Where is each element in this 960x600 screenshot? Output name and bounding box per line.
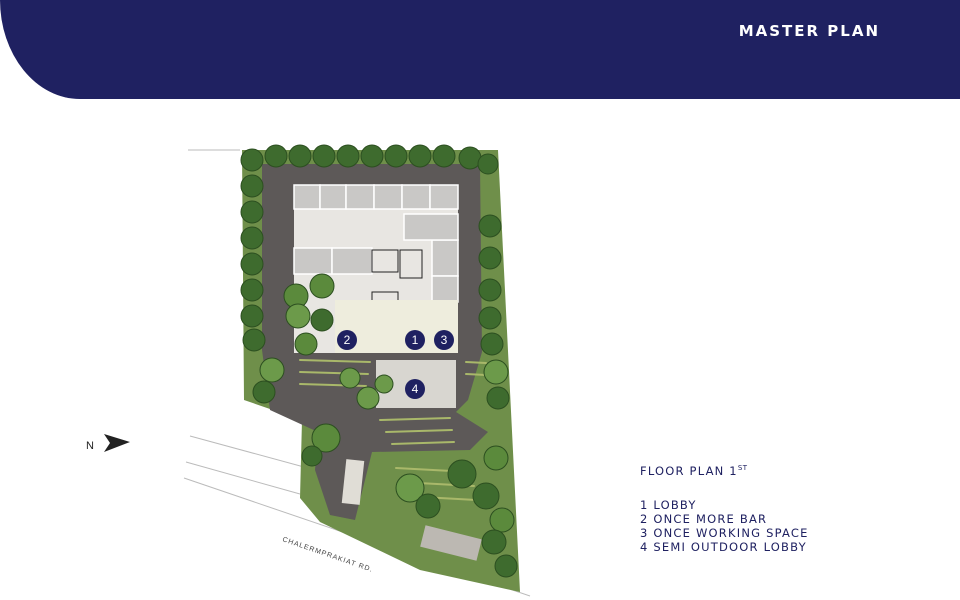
- marker-1-badge: [405, 330, 425, 350]
- tree-canopy: [240, 144, 518, 578]
- marker-3-badge: [434, 330, 454, 350]
- marker-2-badge: [337, 330, 357, 350]
- marker-4: 4: [405, 379, 425, 399]
- north-arrow-icon: [104, 434, 130, 452]
- marker-4-label: 4: [412, 382, 419, 396]
- page-title: MASTER PLAN: [738, 22, 880, 40]
- legend-item-outdoor-lobby: 4 SEMI OUTDOOR LOBBY: [640, 540, 807, 554]
- marker-1: 1: [405, 330, 425, 350]
- marker-4-badge: [405, 379, 425, 399]
- legend-item-lobby: 1 LOBBY: [640, 498, 697, 512]
- marker-3-label: 3: [441, 333, 448, 347]
- legend-title-superscript: ST: [737, 464, 748, 473]
- marker-2-label: 2: [344, 333, 351, 347]
- entrance-planter: [420, 525, 482, 561]
- north-label: N: [86, 440, 94, 452]
- road-label: CHALERMPRAKIAT RD.: [281, 536, 374, 574]
- header-band: [0, 0, 960, 99]
- legend-title-text: FLOOR PLAN 1: [640, 464, 738, 478]
- entrance-drive: [341, 459, 365, 505]
- floor-plan-legend: FLOOR PLAN 1ST 1 LOBBY 2 ONCE MORE BAR 3…: [640, 464, 809, 554]
- marker-3: 3: [434, 330, 454, 350]
- legend-title: FLOOR PLAN 1ST: [640, 464, 809, 478]
- legend-item-working-space: 3 ONCE WORKING SPACE: [640, 526, 809, 540]
- marker-2: 2: [337, 330, 357, 350]
- legend-item-bar: 2 ONCE MORE BAR: [640, 512, 768, 526]
- marker-1-label: 1: [412, 333, 419, 347]
- building-rooms: [293, 184, 459, 303]
